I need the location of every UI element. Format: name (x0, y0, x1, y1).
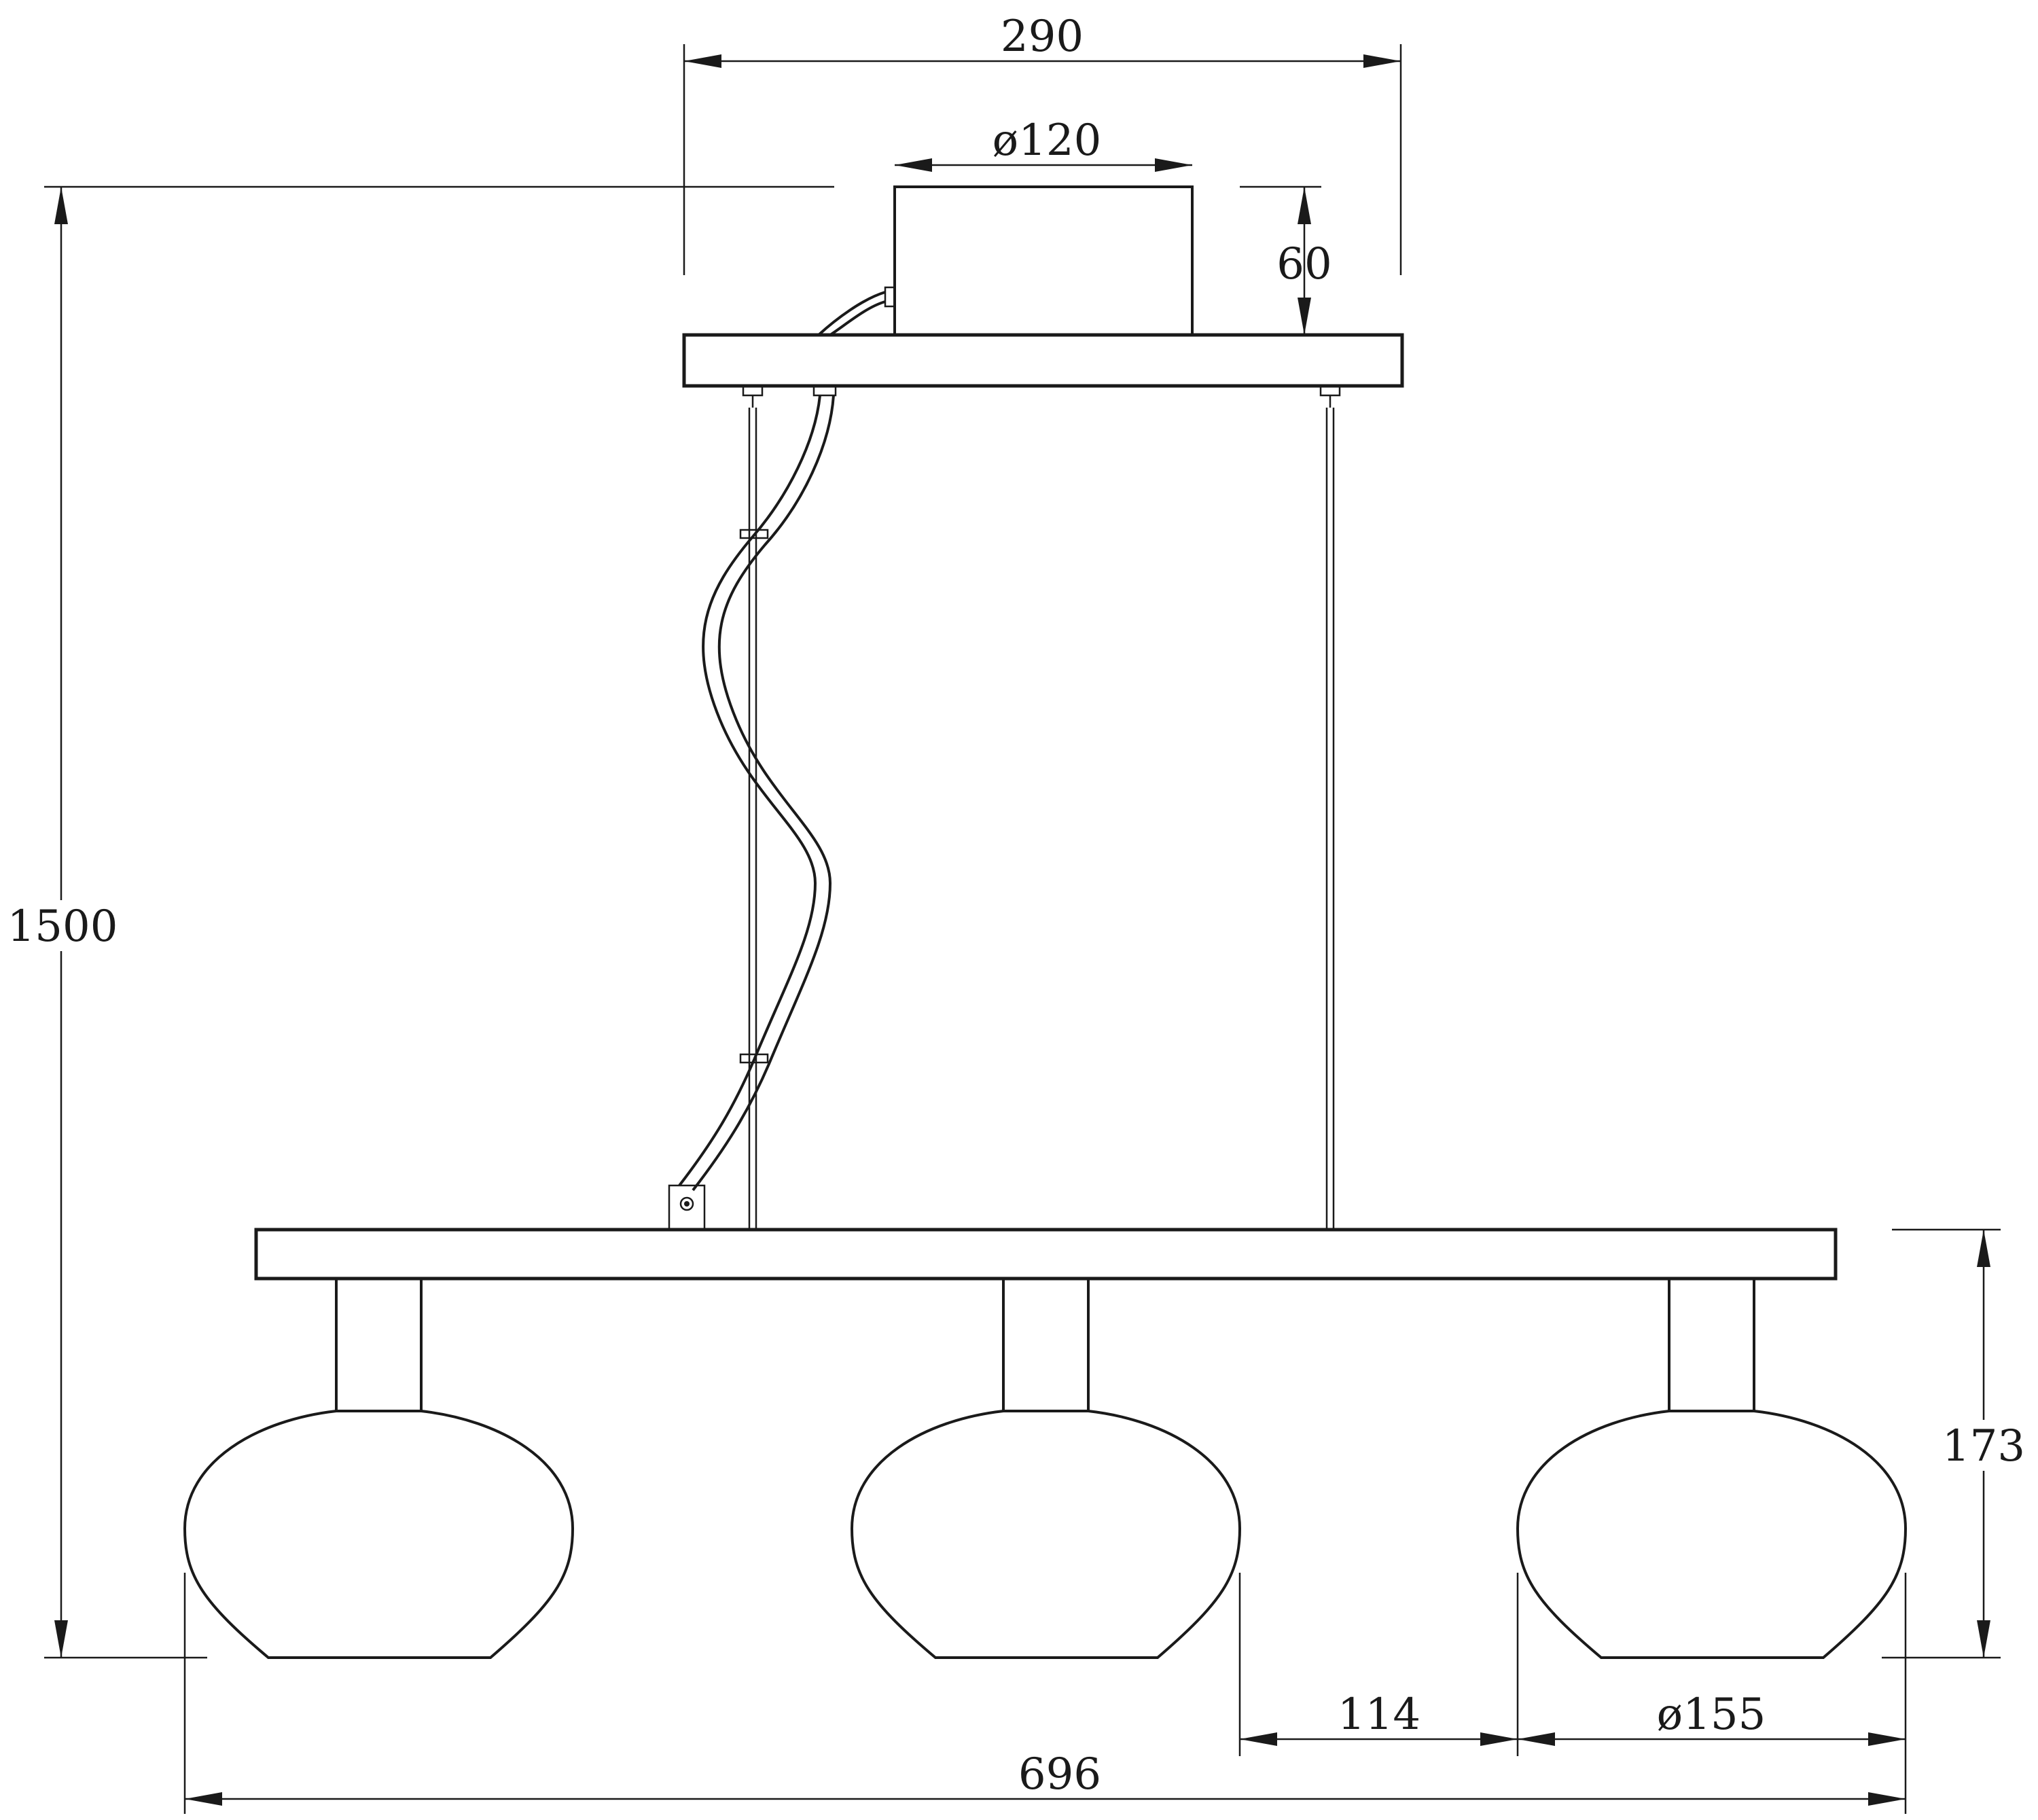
dim-label-60: 60 (1276, 239, 1331, 289)
dim-overall-height: 1500 (7, 185, 834, 1659)
dim-label-114: 114 (1338, 1690, 1420, 1740)
grommet-cable (812, 385, 837, 397)
shade-glass-right (1516, 1410, 1908, 1659)
shade-neck-middle (1002, 1277, 1090, 1412)
shade-middle (850, 1277, 1242, 1659)
shade-glass-middle (850, 1410, 1242, 1659)
shade-right (1516, 1277, 1908, 1659)
canopy (682, 185, 1404, 408)
dim-canopy-height: 60 (1240, 185, 1332, 335)
dim-label-120: ø120 (993, 115, 1102, 166)
lamp-body (183, 1228, 1908, 1659)
cable-clip-lower (739, 1053, 769, 1064)
dim-overall-width: 696 (183, 1573, 1906, 1814)
dim-label-696: 696 (1018, 1749, 1101, 1800)
dimension-lines: 290 ø120 60 1500 (7, 12, 2025, 1814)
canopy-plate (682, 333, 1404, 388)
shade-neck-right (1668, 1277, 1755, 1412)
cable-gland (884, 286, 896, 308)
shade-neck-left (335, 1277, 423, 1412)
suspension (668, 395, 1335, 1231)
shade-glass-left (183, 1410, 575, 1659)
cable-clip-upper (739, 529, 769, 539)
dim-label-1500: 1500 (7, 902, 118, 952)
cable-clamp (668, 1184, 706, 1231)
canopy-box (893, 185, 1194, 336)
cable-top-segment (817, 291, 886, 336)
shade-left (183, 1277, 575, 1659)
dim-shade-gap: 114 (1238, 1573, 1519, 1756)
dim-label-173: 173 (1942, 1421, 2025, 1471)
dim-canopy-plate-width: 290 (683, 12, 1402, 275)
dim-label-290: 290 (1001, 12, 1084, 62)
dim-shade-diameter: ø155 (1518, 1573, 1907, 1814)
lamp-bar (254, 1228, 1838, 1281)
dim-label-155: ø155 (1657, 1690, 1766, 1740)
clamp-screw-icon (679, 1196, 694, 1211)
dim-canopy-diameter: ø120 (895, 115, 1192, 172)
dim-shade-height: 173 (1882, 1228, 2025, 1659)
